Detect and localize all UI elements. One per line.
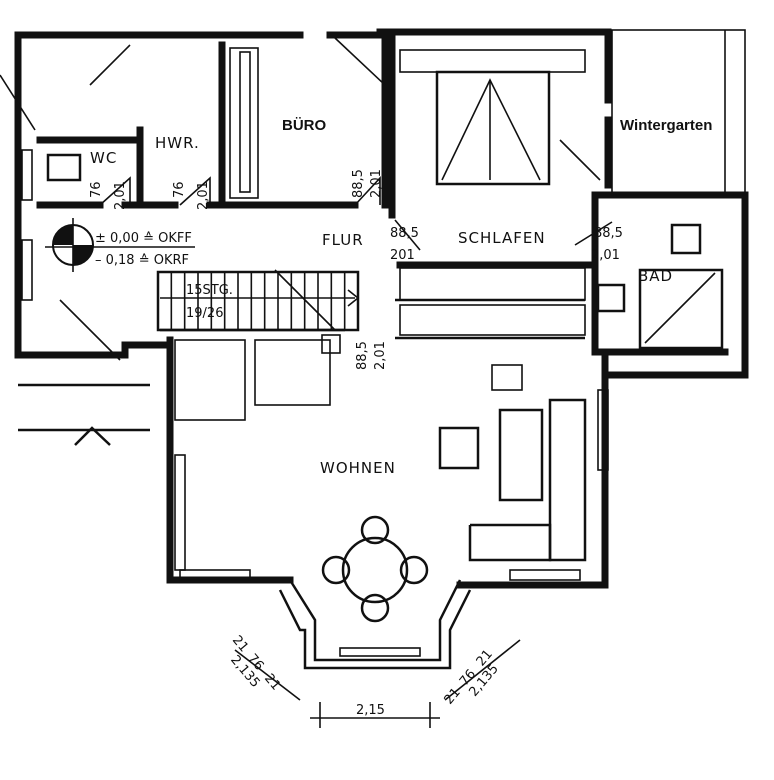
door-hwr-width: 76 [172, 181, 187, 198]
sofa [548, 398, 587, 562]
dim-bay-left: 21 76 21 2,135 [227, 633, 283, 694]
armchair [438, 426, 480, 470]
door-wc-height: 2,01 [113, 181, 128, 210]
dim-bay-right: 21 76 21 2,135 [442, 647, 502, 708]
walls [14, 28, 749, 670]
bathtub [638, 268, 724, 350]
wc-toilet [46, 153, 82, 182]
wardrobe [399, 267, 586, 301]
door-buero-width: 88,5 [351, 169, 366, 198]
furniture [46, 70, 724, 623]
door-wohnen-width: 88,5 [355, 341, 370, 370]
door-bad-width: 88,5 [594, 226, 623, 241]
door-wc-width: 76 [89, 181, 104, 198]
room-label-bad: BAD [638, 267, 673, 285]
room-label-hwr: HWR. [155, 134, 200, 152]
stairs-ratio: 19/26 [186, 306, 223, 321]
door-bad-height: 2,01 [591, 248, 620, 263]
room-label-wc: WC [90, 149, 117, 167]
room-label-schlafen: SCHLAFEN [458, 229, 546, 247]
room-label-flur: FLUR [322, 231, 364, 249]
door-schlafen-height: 201 [390, 248, 415, 263]
level-marker-icon [45, 218, 195, 272]
door-schlafen-width: 88,5 [390, 226, 419, 241]
svg-text:21: 21 [229, 633, 251, 655]
dimension-lines [234, 639, 521, 728]
level-okrf: – 0,18 ≙ OKRF [95, 253, 189, 268]
door-wohnen-height: 2,01 [373, 341, 388, 370]
room-label-buero: BÜRO [282, 117, 326, 134]
room-label-wohnen: WOHNEN [320, 459, 396, 477]
door-swings [0, 37, 613, 361]
washbasin [596, 283, 626, 313]
door-buero-height: 2,01 [369, 169, 384, 198]
dim-bay-width: 2,15 [356, 703, 385, 718]
staircase [156, 269, 360, 332]
room-label-wintergarten: Wintergarten [620, 117, 712, 134]
coffee-table [498, 408, 544, 502]
svg-text:21: 21 [261, 671, 283, 693]
stairs-steps: 15STG. [186, 283, 233, 298]
bed [435, 70, 551, 186]
level-okff: ± 0,00 ≙ OKFF [95, 231, 192, 246]
door-hwr-height: 2,01 [196, 181, 211, 210]
dining-table [341, 536, 409, 604]
